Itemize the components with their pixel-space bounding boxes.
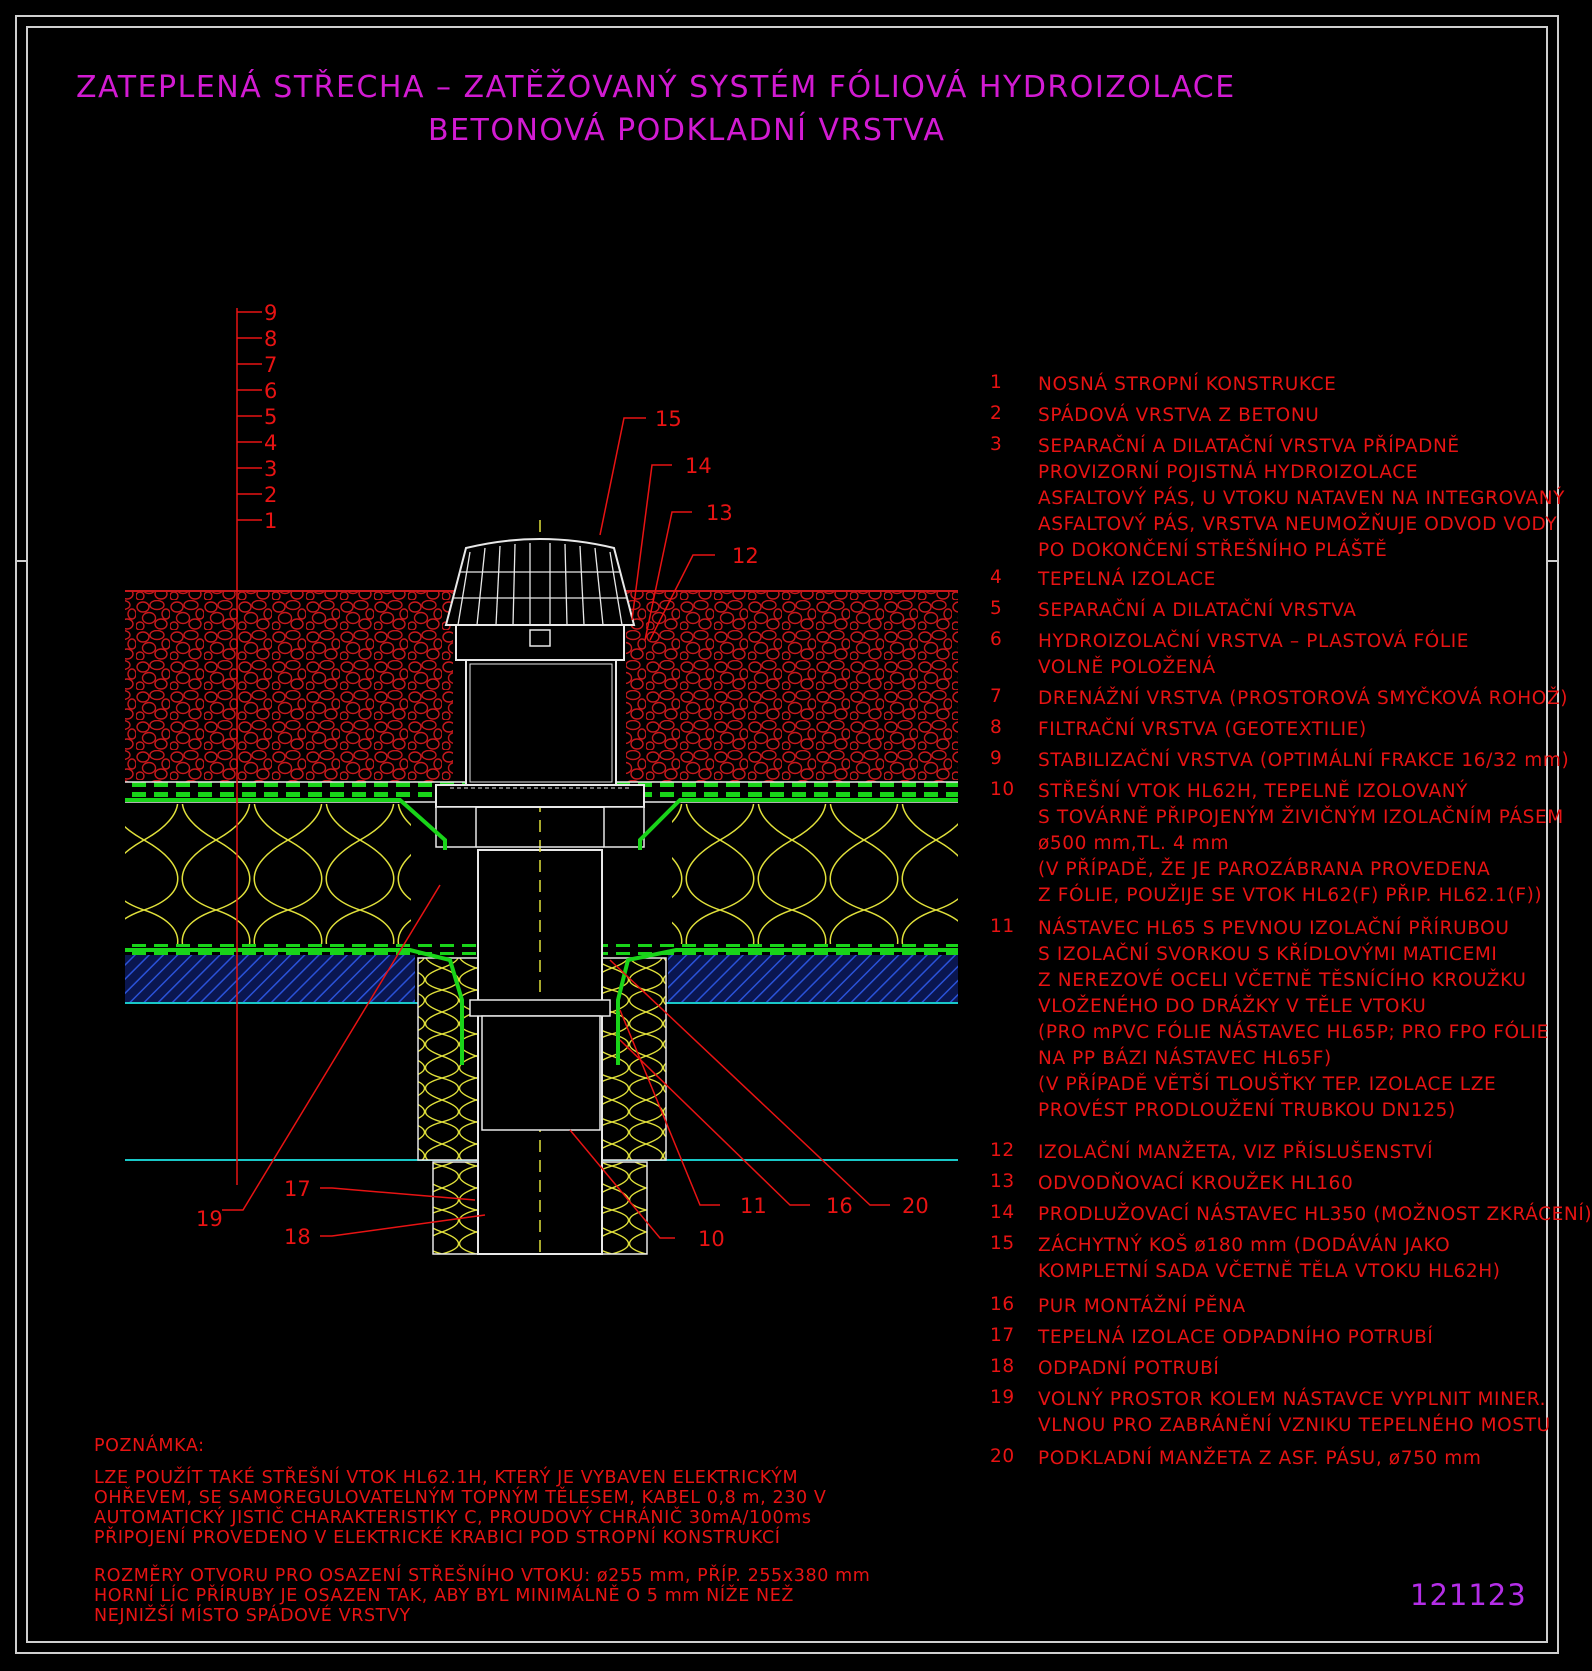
scale-label-3: 3 — [264, 457, 277, 481]
callout-16: 16 — [826, 1194, 853, 1218]
callout-12: 12 — [732, 544, 759, 568]
pipe-insulation-right — [601, 957, 667, 1161]
thermal-insulation-left — [125, 804, 411, 944]
frame-inner — [26, 26, 1548, 1643]
scale-label-1: 1 — [264, 509, 277, 533]
layer-scale — [236, 308, 262, 1185]
title-line-1: ZATEPLENÁ STŘECHA – ZATĚŽOVANÝ SYSTÉM FÓ… — [76, 70, 1236, 105]
flange — [435, 784, 645, 808]
callout-18: 18 — [284, 1225, 311, 1249]
frame-tick-right — [1547, 560, 1559, 562]
scale-label-4: 4 — [264, 431, 277, 455]
callout-20: 20 — [902, 1194, 929, 1218]
pipe-insulation-left — [417, 957, 479, 1161]
scale-label-8: 8 — [264, 327, 277, 351]
extension-piece — [465, 659, 617, 786]
leaf-guard — [444, 538, 636, 626]
callout-14: 14 — [685, 454, 712, 478]
scale-label-9: 9 — [264, 301, 277, 325]
callout-10: 10 — [698, 1227, 725, 1251]
scale-label-6: 6 — [264, 379, 277, 403]
concrete-layer-left — [125, 955, 415, 1003]
gravel-layer-left — [125, 592, 453, 782]
concrete-layer-right — [668, 955, 958, 1003]
scale-label-5: 5 — [264, 405, 277, 429]
callout-11: 11 — [740, 1194, 767, 1218]
membrane-cuff-right — [638, 798, 958, 850]
callout-17: 17 — [284, 1177, 311, 1201]
title-line-2: BETONOVÁ PODKLADNÍ VRSTVA — [428, 113, 946, 148]
thermal-insulation-right — [672, 804, 958, 944]
drawing-code: 121123 — [1410, 1578, 1527, 1612]
frame-tick-left — [15, 560, 27, 562]
scale-label-2: 2 — [264, 483, 277, 507]
pipe-insulation-below-left — [432, 1161, 479, 1255]
callout-19: 19 — [196, 1207, 223, 1231]
scale-label-7: 7 — [264, 353, 277, 377]
note-paragraph-1: LZE POUŽÍT TAKÉ STŘEŠNÍ VTOK HL62.1H, KT… — [94, 1468, 827, 1548]
frame-outer — [15, 15, 1559, 1654]
callout-15: 15 — [655, 407, 682, 431]
note-paragraph-2: ROZMĚRY OTVORU PRO OSAZENÍ STŘEŠNÍHO VTO… — [94, 1566, 871, 1626]
gravel-layer-right — [626, 592, 958, 782]
membrane-cuff-left — [125, 798, 447, 850]
leader-lines — [222, 417, 890, 1239]
callout-13: 13 — [706, 501, 733, 525]
note-heading: POZNÁMKA: — [94, 1436, 205, 1456]
